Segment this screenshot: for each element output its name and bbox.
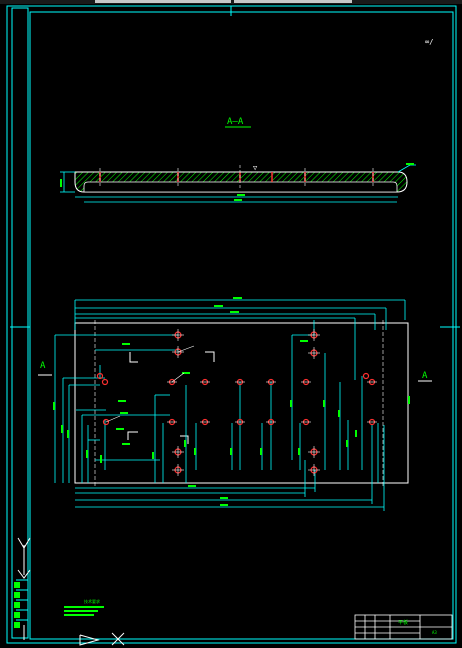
title-block-drawing-no: A3 (432, 630, 437, 635)
title-block (354, 614, 453, 640)
dimensions-interior (154, 320, 379, 483)
drawing-frame (6, 5, 460, 644)
section-label: A—A (227, 117, 244, 127)
plan-view (74, 320, 409, 488)
title-block-part-name: 平板 (398, 619, 408, 626)
corner-mark: ∞/ (425, 38, 433, 46)
ucs-axis-icon (17, 537, 125, 646)
dimensions-left (54, 334, 178, 483)
dimensions-bottom (75, 425, 385, 511)
dimensions-top (74, 299, 406, 380)
view-marker-left: A (40, 361, 46, 371)
section-view: ▽ (60, 163, 416, 203)
view-marker-right: A (422, 371, 428, 381)
roughness-note: ▽ (253, 164, 258, 172)
tech-requirements: 技术要求 (64, 598, 104, 616)
toolbar-strip (0, 0, 462, 4)
svg-text:技术要求: 技术要求 (84, 598, 100, 604)
hole-markers (96, 329, 377, 476)
